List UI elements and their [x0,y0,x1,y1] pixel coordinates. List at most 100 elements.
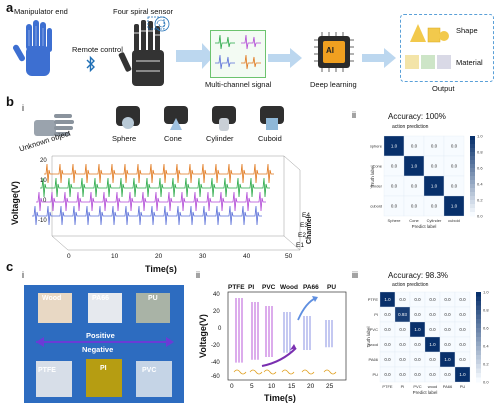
matrix-cell-value: 1.0 [431,184,438,189]
flow-arrow-2 [268,48,302,68]
colorbar-segment [470,164,475,169]
matrix-cell-value: 1.0 [391,144,398,149]
flow-arrow-1 [176,43,214,69]
grasp-cylinder-photo [212,106,236,131]
b-xtick-1: 10 [111,253,119,260]
matrix-col-label: PA66 [443,384,453,389]
sensor-detail-icon [154,16,170,32]
matrix-cell-value: 0.0 [431,204,438,209]
chip-label: AI [326,46,334,55]
object-label-cuboid: Cuboid [258,134,282,143]
matrix-cell-value: 0.0 [444,297,451,302]
matrix-xlabel: Predict label [412,224,437,229]
matrix-row-label: Cylinder [370,184,383,189]
positive-label: Positive [86,331,115,340]
b-xtick-2: 20 [155,253,163,260]
colorbar-tick: 0.6 [483,326,489,331]
c-ytick-5: -60 [211,374,220,380]
matrix-cell-value: 0.0 [399,297,406,302]
robot-hand-icon [118,16,165,86]
glove-hand-icon [13,20,52,76]
material-pa66-swatch [88,293,122,323]
colorbar-segment [470,180,475,185]
matrix-cell-value: 0.0 [391,184,398,189]
b-ytick-2: 0 [43,198,47,204]
c-xtick-5: 25 [326,383,334,390]
object-label-sphere: Sphere [112,134,137,143]
matrix-cell-value: 0.0 [384,327,391,332]
panel-b-sub-i: i [22,103,24,113]
material-pu-swatch [136,293,170,323]
remote-control-label: Remote control [72,45,123,54]
matrix-cell-value: 0.0 [399,342,406,347]
colorbar-segment [476,350,481,356]
matrix-cell-value: 0.0 [459,357,466,362]
b-ytick-1: 10 [40,178,47,184]
matrix-cell-value: 0.0 [414,312,421,317]
panel-c-sub-iii: iii [352,270,358,280]
output-box [400,14,494,82]
b-matrix-subtitle: action prediction [392,124,429,130]
material-swatches [405,55,451,69]
matrix-cell-value: 0.0 [414,297,421,302]
colorbar-segment [470,136,475,141]
material-pa66-label: PA66 [92,295,109,302]
matrix-row-label: PI [374,312,378,317]
colorbar-tick: 0.2 [477,198,483,203]
c-ytick-4: -40 [211,360,220,366]
material-pvc-swatch [136,361,172,397]
grasp-cone-photo [164,106,188,130]
colorbar-segment [476,314,481,320]
colorbar-tick: 0.2 [483,362,489,367]
matrix-cell-value: 0.0 [429,327,436,332]
matrix-cell-value: 1.0 [414,327,421,332]
matrix-cell-value: 0.0 [399,357,406,362]
matrix-row-label: Cone [372,164,382,169]
material-pvc-label: PVC [142,367,157,374]
manipulator-label: Manipulator end [14,7,68,16]
c-xtick-1: 5 [250,383,254,390]
matrix-cell-value: 0.0 [414,357,421,362]
output-label: Output [432,84,455,93]
colorbar-segment [470,204,475,209]
matrix-cell-value: 0.0 [429,372,436,377]
matrix-cell-value: 1.0 [459,372,466,377]
b-ytick-3: -10 [38,218,47,224]
b-matrix-title: Accuracy: 100% [388,112,446,121]
ai-chip-icon [314,32,354,72]
channel-e1: E1 [296,242,304,249]
colorbar-segment [476,292,481,297]
trace-e1 [32,205,262,226]
matrix-cell-value: 0.0 [384,372,391,377]
colorbar-segment [470,148,475,153]
force-marker [281,369,295,375]
material-pu-label: PU [148,295,158,302]
c-xtick-2: 10 [268,383,276,390]
grasp-cuboid-photo [260,106,284,130]
material-ptfe-swatch [36,361,72,397]
matrix-ylabel: Truth label [366,326,371,347]
channel-voltage-plot [32,155,301,251]
colorbar-segment [470,212,475,217]
panel-c-letter: c [6,259,14,274]
material-wood-swatch [38,293,72,323]
matrix-ylabel: Truth label [370,165,375,186]
colorbar-segment [476,368,481,374]
c-xtick-3: 15 [288,383,296,390]
matrix-col-label: Cylinder [427,218,442,223]
matrix-cell-value: 1.0 [411,164,418,169]
matrix-cell-value: 0.0 [391,204,398,209]
b-ytick-0: 20 [40,158,47,164]
robot-hand-metal-icon [34,114,74,136]
matrix-cell-value: 1.0 [429,342,436,347]
colorbar-segment [476,319,481,324]
matrix-cell [454,366,471,383]
c-ytick-0: 40 [213,292,220,298]
signal-label: Multi-channel signal [205,80,272,89]
matrix-cell-value: 0.0 [451,164,458,169]
trace-e4 [44,163,274,184]
trace-e2 [36,191,266,212]
force-marker [323,369,337,375]
